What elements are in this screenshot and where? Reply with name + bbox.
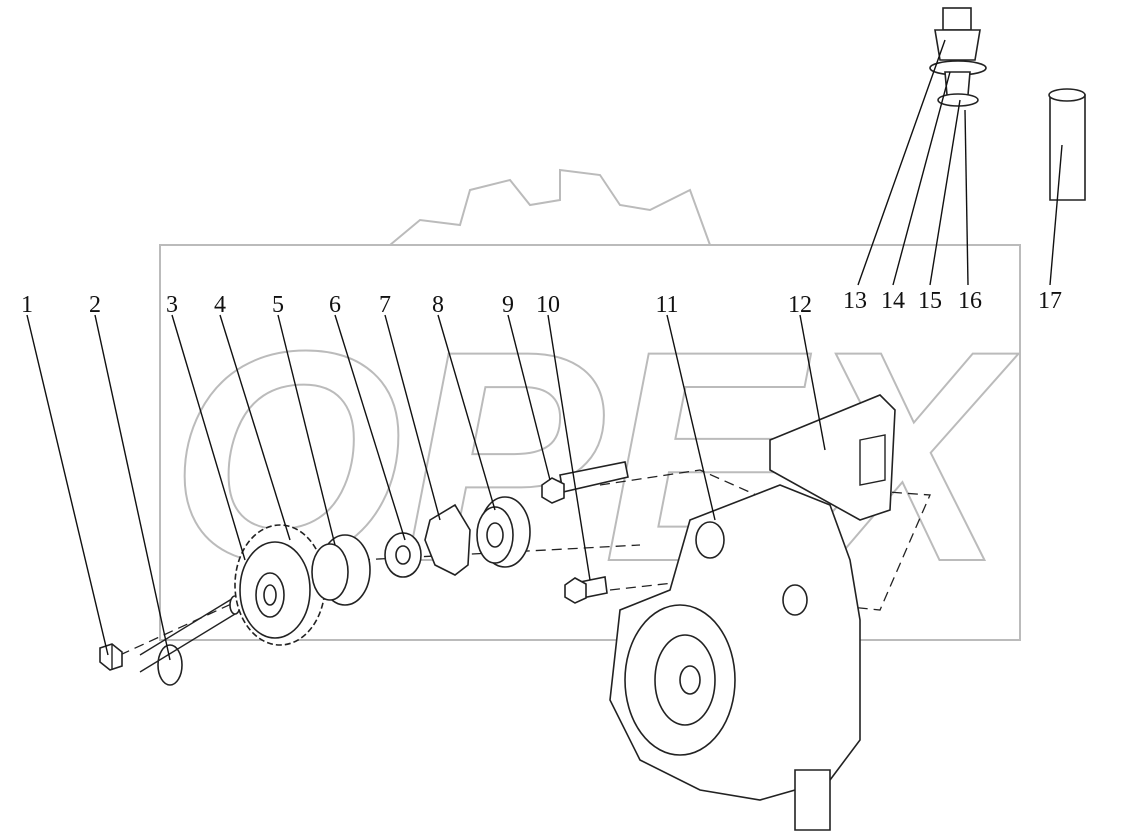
callout-16: 16	[958, 288, 982, 314]
callout-12: 12	[788, 292, 812, 318]
callout-15: 15	[918, 288, 942, 314]
part-11-pump-housing	[609, 394, 896, 831]
callout-9: 9	[502, 292, 514, 318]
callout-14: 14	[881, 288, 905, 314]
callout-4: 4	[214, 292, 226, 318]
part-5-bearing	[311, 534, 371, 606]
callout-11: 11	[655, 292, 678, 318]
callout-2: 2	[89, 292, 101, 318]
callout-7: 7	[379, 292, 391, 318]
part-10-bolt	[564, 576, 608, 604]
part-1-nut	[99, 643, 123, 671]
part-3-4-gear	[234, 524, 326, 646]
part-8-bearing	[476, 496, 531, 568]
callout-8: 8	[432, 292, 444, 318]
part-17-sleeve	[1048, 88, 1086, 201]
callout-6: 6	[329, 292, 341, 318]
callout-1: 1	[21, 292, 33, 318]
leader-lines	[26, 39, 1063, 661]
callout-5: 5	[272, 292, 284, 318]
callout-17: 17	[1038, 288, 1062, 314]
part-7-lock-plate	[424, 503, 471, 576]
callout-13: 13	[843, 288, 867, 314]
part-13-16-valve	[929, 7, 987, 107]
part-6-washer	[384, 532, 422, 578]
callout-3: 3	[166, 292, 178, 318]
part-9-bolt	[541, 461, 629, 504]
callout-10: 10	[536, 292, 560, 318]
callout-labels: 1 2 3 4 5 6 7 8 9 10 11 12 13 14 15 16 1…	[21, 288, 1062, 318]
